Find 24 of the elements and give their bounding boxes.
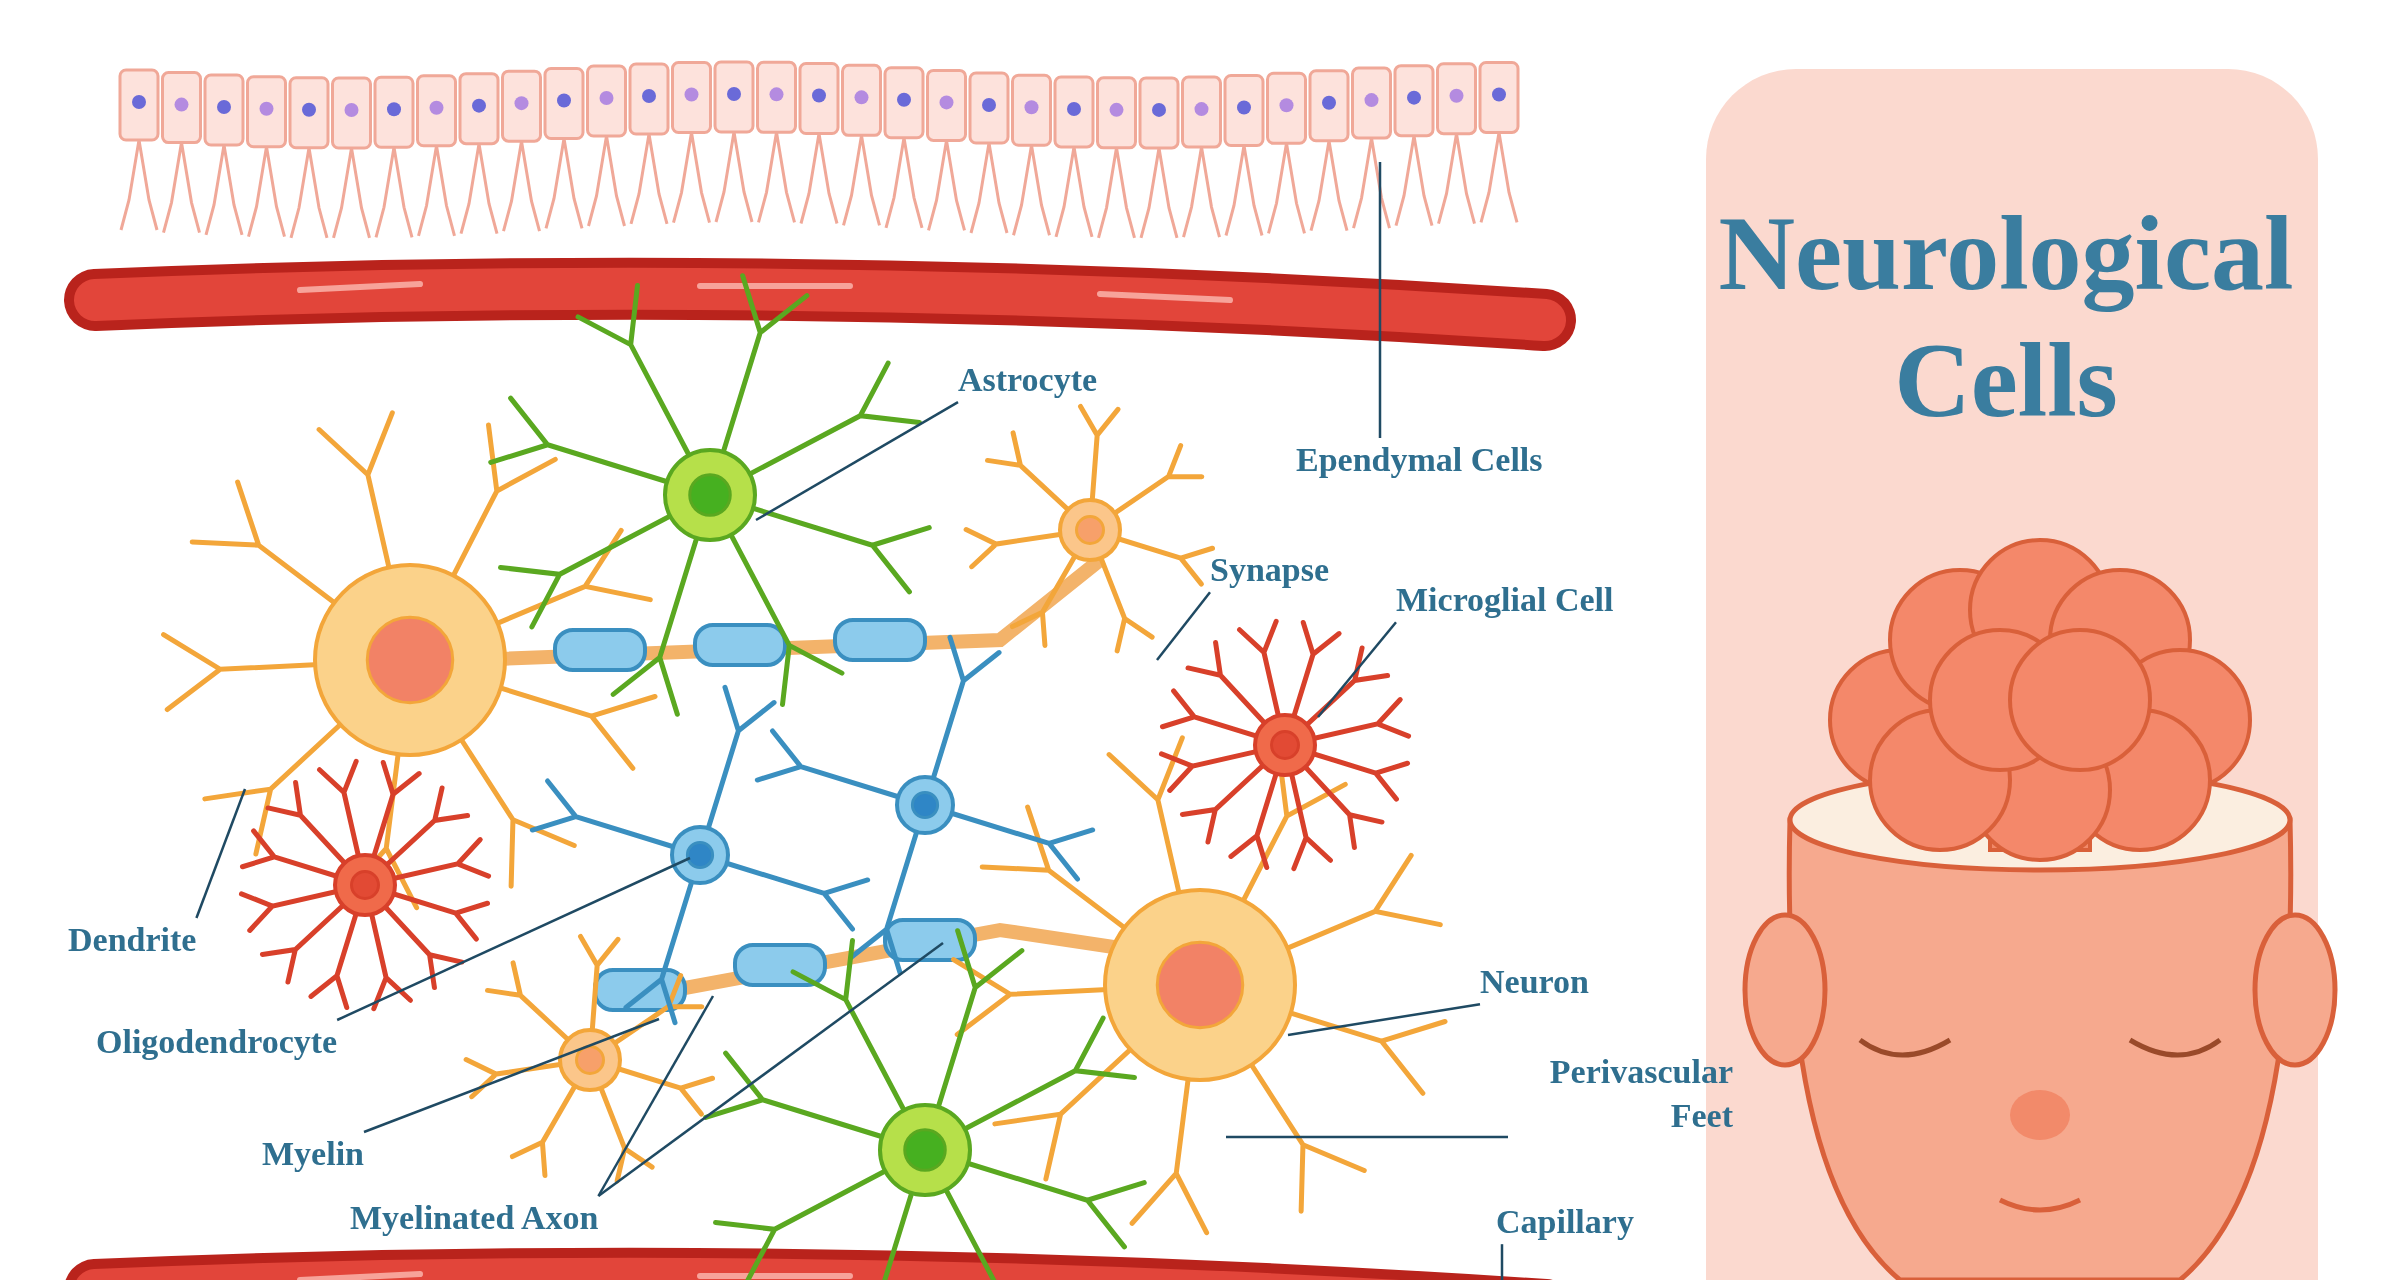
- callout-label: Neuron: [1480, 960, 1589, 1005]
- callout-label: Capillary: [1496, 1200, 1634, 1245]
- leader-line: [1378, 162, 1382, 438]
- leader-line: [363, 1017, 660, 1134]
- leader-line: [336, 856, 691, 1022]
- leader-line: [755, 401, 959, 522]
- leader-line: [195, 788, 247, 919]
- leader-line: [1287, 1002, 1481, 1037]
- callout-label: Astrocyte: [958, 358, 1098, 403]
- callout-label: Synapse: [1210, 548, 1330, 593]
- leader-line: [597, 942, 944, 1197]
- callout-label: Dendrite: [68, 918, 197, 963]
- leader-line: [1226, 1135, 1508, 1139]
- callout-label: Myelin: [262, 1132, 364, 1177]
- leader-line: [1317, 621, 1397, 718]
- callout-label: Microglial Cell: [1396, 578, 1614, 623]
- leader-line: [1500, 1244, 1504, 1280]
- callout-label: Perivascular Feet: [1508, 1050, 1733, 1139]
- title: Neurological Cells: [1717, 194, 2295, 442]
- leader-line: [1156, 591, 1211, 661]
- leader-line: [597, 995, 715, 1197]
- callout-label: Oligodendrocyte: [96, 1020, 338, 1065]
- callout-label: Ependymal Cells: [1296, 438, 1543, 483]
- callout-label: Myelinated Axon: [350, 1196, 599, 1241]
